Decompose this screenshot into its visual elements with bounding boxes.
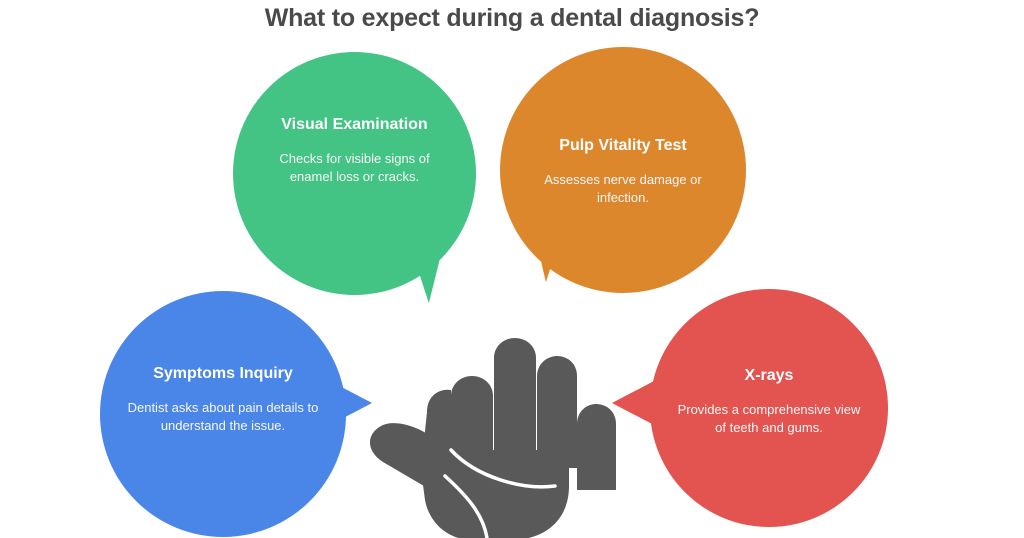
open-hand-palm-icon [369, 338, 616, 538]
bubble-description-pulp-vitality-test: Assesses nerve damage or infection. [544, 171, 702, 206]
bubble-symptoms-inquiry[interactable]: Symptoms Inquiry Dentist asks about pain… [100, 291, 346, 537]
bubble-title-pulp-vitality-test: Pulp Vitality Test [559, 137, 687, 154]
bubble-description-visual-examination: Checks for visible signs of enamel loss … [279, 150, 430, 185]
bubble-pulp-vitality-test[interactable]: Pulp Vitality Test Assesses nerve damage… [500, 47, 746, 293]
bubble-tail-x-rays [612, 381, 654, 425]
page-title: What to expect during a dental diagnosis… [264, 4, 760, 32]
bubble-visual-examination[interactable]: Visual Examination Checks for visible si… [233, 52, 476, 295]
bubble-description-symptoms-inquiry: Dentist asks about pain details to under… [127, 399, 319, 434]
bubble-title-x-rays: X-rays [744, 367, 794, 384]
bubble-title-symptoms-inquiry: Symptoms Inquiry [153, 365, 293, 382]
bubble-x-rays[interactable]: X-rays Provides a comprehensive view of … [650, 289, 888, 527]
bubble-title-visual-examination: Visual Examination [281, 116, 428, 133]
bubble-description-x-rays: Provides a comprehensive view of teeth a… [677, 401, 861, 436]
